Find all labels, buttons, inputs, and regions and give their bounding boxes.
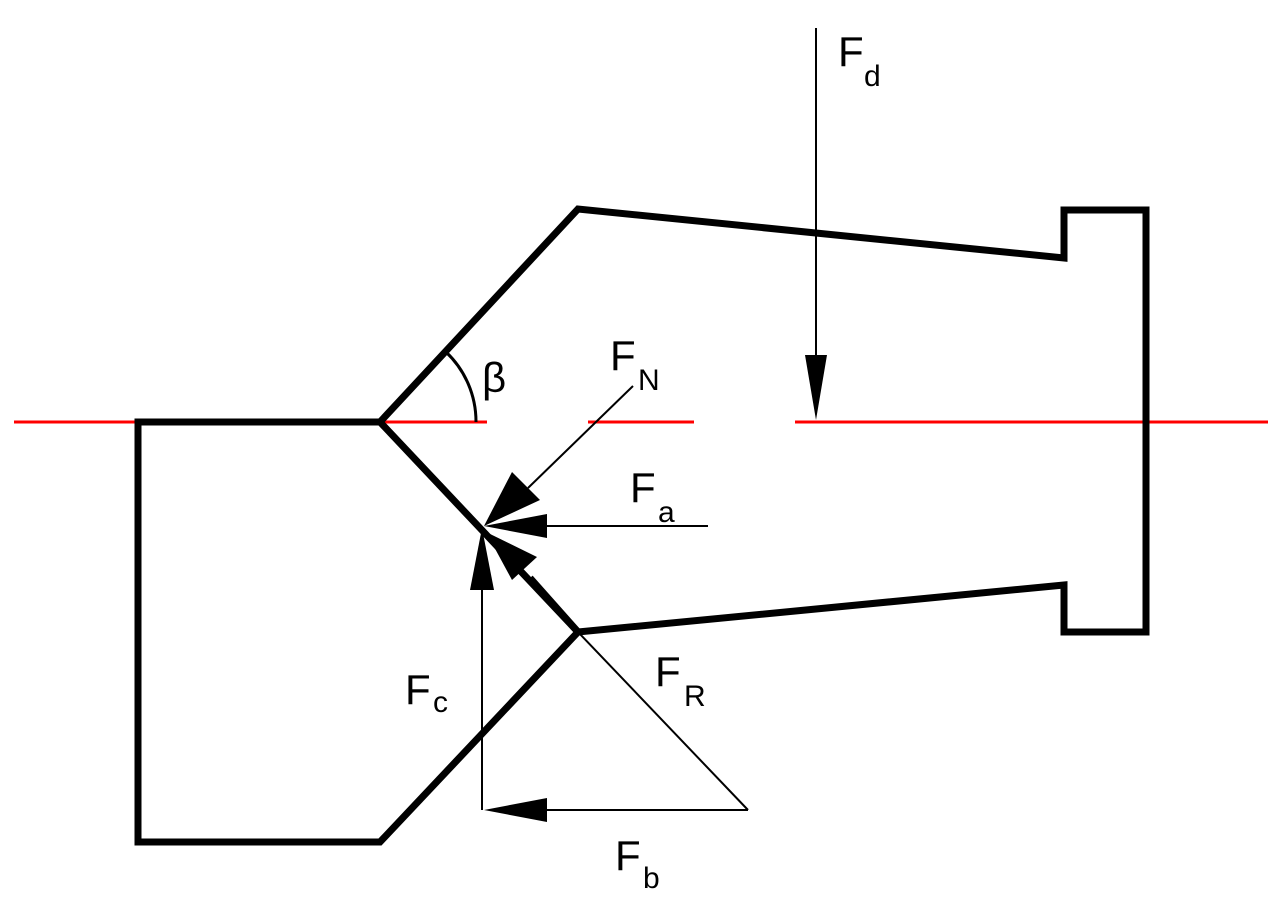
force-fn-arrow (484, 385, 634, 526)
force-fc-arrow (470, 528, 494, 810)
svg-text:c: c (433, 686, 448, 719)
force-fa-arrow (484, 514, 708, 538)
label-fa: F a (630, 464, 675, 529)
force-fb-arrow (484, 798, 547, 822)
label-fn: F N (610, 332, 660, 397)
angle-beta-label: β (482, 354, 506, 401)
svg-text:F: F (655, 648, 681, 695)
svg-text:N: N (638, 364, 660, 397)
svg-text:F: F (405, 666, 431, 713)
svg-text:F: F (615, 832, 641, 879)
part-upper-outline (377, 205, 1150, 636)
force-fr-arrow (486, 532, 581, 635)
svg-text:F: F (630, 464, 656, 511)
label-fc: F c (405, 666, 448, 719)
force-triangle (546, 631, 749, 811)
label-fb: F b (615, 832, 660, 895)
svg-text:a: a (658, 496, 675, 529)
force-fd-arrow (805, 28, 827, 420)
svg-text:F: F (610, 332, 636, 379)
label-fr: F R (655, 648, 706, 713)
svg-text:F: F (838, 28, 864, 75)
label-fd: F d (838, 28, 881, 93)
svg-text:d: d (864, 60, 881, 93)
angle-beta-arc (444, 350, 478, 423)
left-die-outline (134, 418, 581, 846)
svg-text:R: R (684, 680, 706, 713)
svg-text:b: b (643, 862, 660, 895)
